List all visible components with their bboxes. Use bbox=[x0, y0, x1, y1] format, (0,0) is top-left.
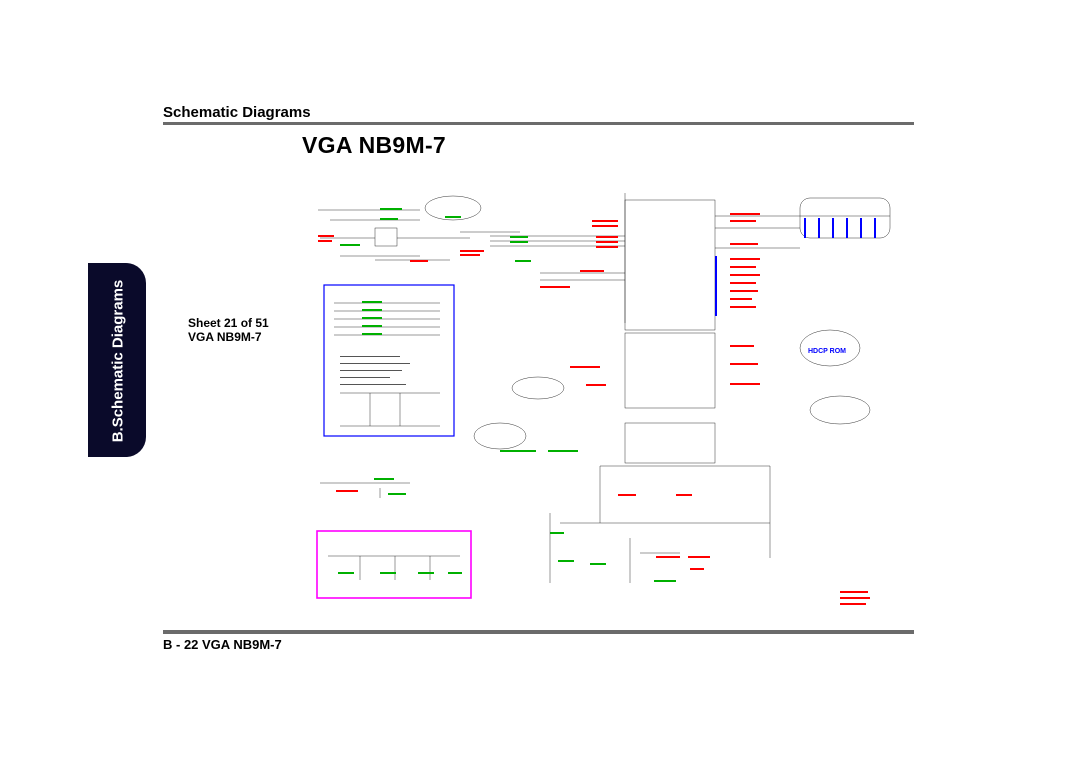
side-tab bbox=[88, 263, 146, 457]
side-tab-label: B.Schematic Diagrams bbox=[109, 279, 127, 443]
page-title: VGA NB9M-7 bbox=[302, 132, 446, 158]
page-footer: B - 22 VGA NB9M-7 bbox=[163, 637, 282, 652]
schematic-drawing: HDCP ROM bbox=[316, 193, 891, 605]
hdcp-rom-label: HDCP ROM bbox=[808, 348, 846, 355]
section-title: Schematic Diagrams bbox=[163, 104, 311, 121]
header-divider bbox=[163, 122, 914, 125]
sheet-name: VGA NB9M-7 bbox=[188, 330, 262, 344]
footer-divider bbox=[163, 630, 914, 634]
sheet-number: Sheet 21 of 51 bbox=[188, 316, 269, 330]
